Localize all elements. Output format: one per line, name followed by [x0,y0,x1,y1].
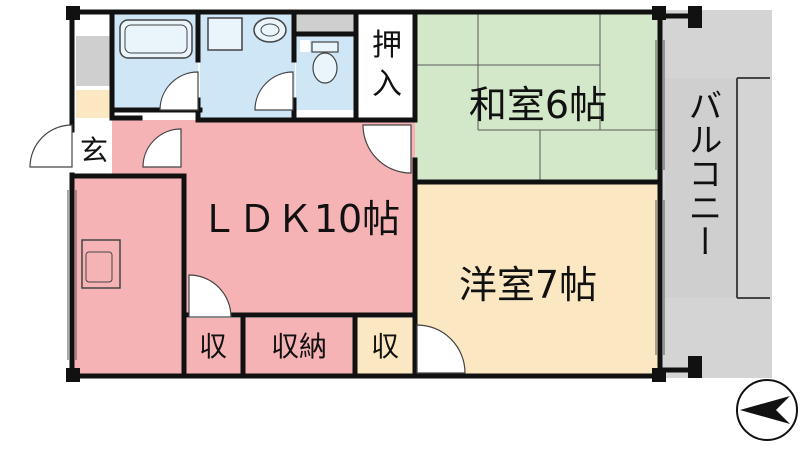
storage-mid-label: 収納 [271,330,327,363]
windows [67,40,665,360]
storage-left-room [185,318,241,374]
washitsu-room [415,12,660,182]
tatami-lines [415,12,660,182]
walls [69,9,663,379]
oshiire-label-2: 入 [372,67,402,102]
oshiire-label-1: 押 [372,28,402,63]
storage-right-label: 収 [371,330,399,363]
balcony-label-text: バルコニー [682,88,722,258]
entry-tile [76,90,112,118]
toilet-fixture [311,41,339,84]
kitchen-sink [81,239,121,289]
oshiire-label-source: 押入 [0,0,2,1]
washitsu-label: 和室6帖 [469,83,607,127]
kitchen-area [72,178,184,376]
compass [736,379,798,441]
genkan-label: 玄 [80,134,108,167]
oshiire-label: 押 入 [372,28,402,102]
bathtub [119,19,193,59]
storage-mid-room [245,318,353,374]
genkan-area [76,120,112,176]
washroom-shelf [296,12,354,34]
ldk-label: ＬＤＫ10帖 [200,197,400,241]
oshiire-closet [358,12,415,110]
balcony-inner [665,78,737,298]
storage-right-room [357,318,413,374]
balcony-label: バルコニー [682,88,722,258]
doors [29,71,466,374]
washing-machine [207,17,243,51]
youshitsu-label: 洋室7帖 [459,263,597,307]
shoe-closet [76,36,110,86]
sink [253,17,287,43]
youshitsu-room [415,182,660,376]
north-arrow-icon [740,396,790,424]
storage-left-label: 収 [199,330,227,363]
